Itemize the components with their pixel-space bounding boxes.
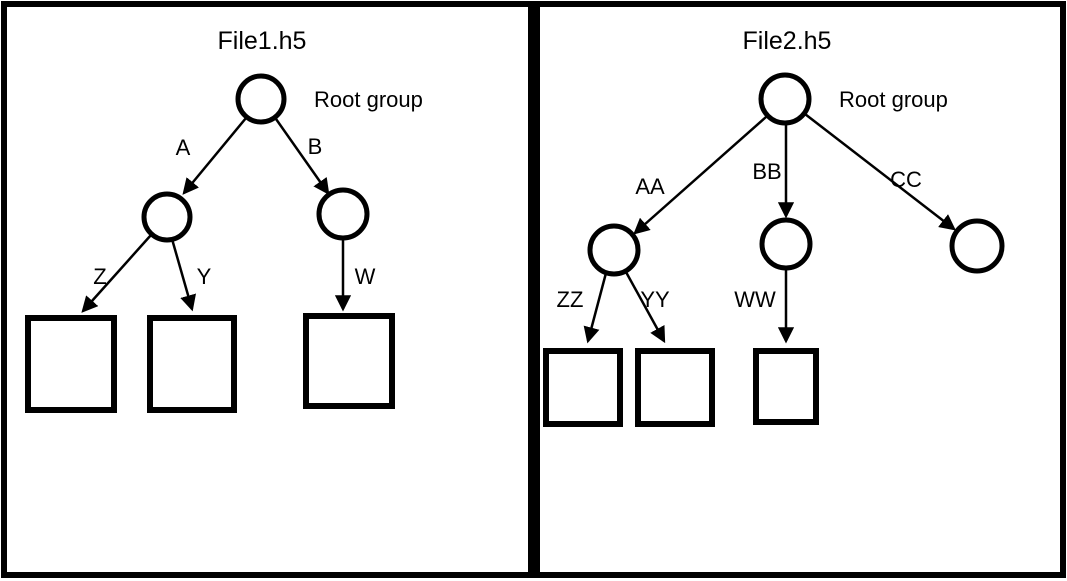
file2-group-bb-node xyxy=(759,217,813,271)
file1-link-w-label: W xyxy=(355,264,376,289)
file1-root-group-label: Root group xyxy=(314,87,423,112)
file2-title: File2.h5 xyxy=(743,27,832,55)
file2-link-zz-label: ZZ xyxy=(557,287,584,312)
file1-dataset-y-node xyxy=(147,315,237,413)
file1-link-y-label: Y xyxy=(197,264,212,289)
file1-dataset-w-node xyxy=(303,313,395,409)
file2-dataset-ww-node xyxy=(753,348,819,425)
file2-root-group-label: Root group xyxy=(839,87,948,112)
file1-panel: File1.h5 Root group A B Z Y W xyxy=(1,1,534,578)
file2-link-bb-label: BB xyxy=(752,159,781,184)
file1-link-z-label: Z xyxy=(93,264,106,289)
file1-link-b-label: B xyxy=(308,134,323,159)
file2-link-yy-arrow xyxy=(624,271,666,344)
file2-link-aa-arrow xyxy=(633,116,767,235)
file2-link-cc-arrow xyxy=(804,113,956,231)
file2-root-group-node xyxy=(758,72,812,126)
file2-dataset-zz-node xyxy=(543,348,623,427)
file2-link-yy-label: YY xyxy=(640,287,670,312)
file1-link-b-arrow xyxy=(274,118,330,195)
file1-root-group-node xyxy=(235,73,287,125)
file1-group-a-node xyxy=(141,191,193,243)
file1-dataset-z-node xyxy=(25,315,117,413)
file2-link-aa-label: AA xyxy=(635,174,665,199)
file2-panel-border xyxy=(534,1,1066,578)
file2-group-cc-node xyxy=(949,218,1005,274)
file2-link-zz-arrow xyxy=(583,272,608,344)
file1-link-z-arrow xyxy=(81,234,152,313)
file1-link-a-label: A xyxy=(176,135,191,160)
file1-title: File1.h5 xyxy=(218,27,307,55)
file2-link-cc-label: CC xyxy=(890,167,922,192)
file1-link-a-arrow xyxy=(182,117,247,195)
file1-group-b-node xyxy=(316,187,370,241)
file1-link-y-arrow xyxy=(170,238,197,312)
file2-dataset-yy-node xyxy=(635,348,715,427)
file2-panel: File2.h5 Root group AA BB CC ZZ YY WW xyxy=(534,1,1066,578)
file2-group-aa-node xyxy=(587,223,641,277)
file2-link-ww-label: WW xyxy=(734,287,776,312)
